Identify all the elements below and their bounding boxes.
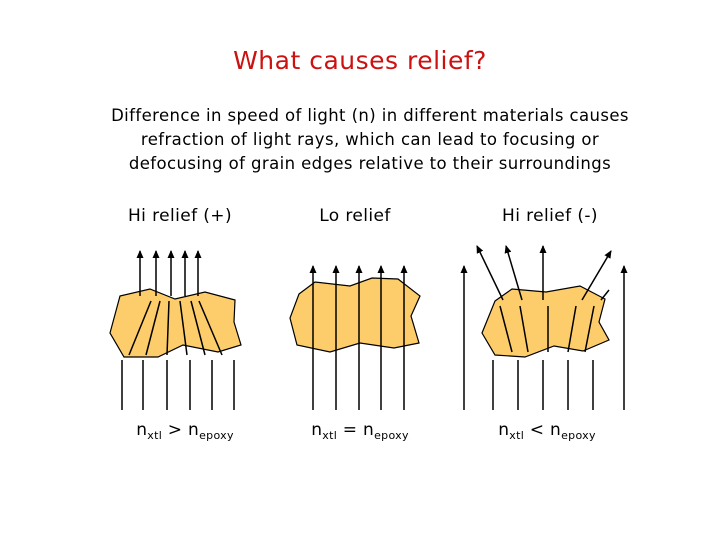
formula-operator: =: [337, 420, 364, 440]
formula-lo-relief: nxtl = nepoxy: [285, 420, 435, 442]
grain-shape: [481, 285, 610, 358]
light-ray: [145, 300, 161, 356]
light-ray: [198, 300, 223, 356]
light-ray: [128, 300, 152, 356]
description-line-3: defocusing of grain edges relative to th…: [128, 154, 612, 173]
panel-hi-relief-positive: [109, 250, 242, 410]
light-ray: [584, 305, 595, 353]
light-ray: [504, 245, 523, 301]
light-ray: [166, 300, 170, 356]
description-line-2: refraction of light rays, which can lead…: [140, 130, 600, 149]
description-line-1: Difference in speed of light (n) in diff…: [111, 106, 629, 125]
formula-subscript: xtl: [509, 429, 525, 442]
light-ray: [499, 305, 513, 353]
formula-n: n: [550, 420, 562, 440]
light-ray: [190, 300, 206, 356]
grain-shape: [289, 277, 421, 353]
formula-subscript: epoxy: [374, 429, 409, 442]
formula-subscript: epoxy: [199, 429, 234, 442]
light-ray: [179, 300, 188, 356]
formula-operator: >: [162, 420, 189, 440]
formula-n: n: [311, 420, 323, 440]
panel-label-lo-relief: Lo relief: [319, 206, 391, 226]
formula-hi-relief-positive: nxtl > nepoxy: [110, 420, 260, 442]
formula-n: n: [188, 420, 200, 440]
panel-label-hi-relief-positive: Hi relief (+): [128, 206, 232, 226]
description: Difference in speed of light (n) in diff…: [100, 104, 640, 176]
light-ray: [567, 305, 577, 353]
light-rays: [309, 265, 408, 410]
formula-operator: <: [524, 420, 551, 440]
formula-n: n: [363, 420, 375, 440]
panel-hi-relief-negative: [460, 245, 628, 410]
formula-subscript: xtl: [147, 429, 163, 442]
light-rays: [460, 245, 628, 410]
panel-lo-relief: [289, 265, 421, 410]
light-rays: [121, 250, 235, 410]
light-ray: [519, 305, 529, 353]
grain-shape: [109, 288, 242, 358]
light-ray: [476, 245, 504, 301]
panel-label-hi-relief-negative: Hi relief (-): [502, 206, 598, 226]
formula-subscript: epoxy: [561, 429, 596, 442]
formula-hi-relief-negative: nxtl < nepoxy: [472, 420, 622, 442]
light-ray: [581, 250, 612, 301]
formula-subscript: xtl: [322, 429, 338, 442]
formula-n: n: [136, 420, 148, 440]
light-ray: [600, 289, 610, 301]
page-title: What causes relief?: [233, 46, 487, 75]
formula-n: n: [498, 420, 510, 440]
